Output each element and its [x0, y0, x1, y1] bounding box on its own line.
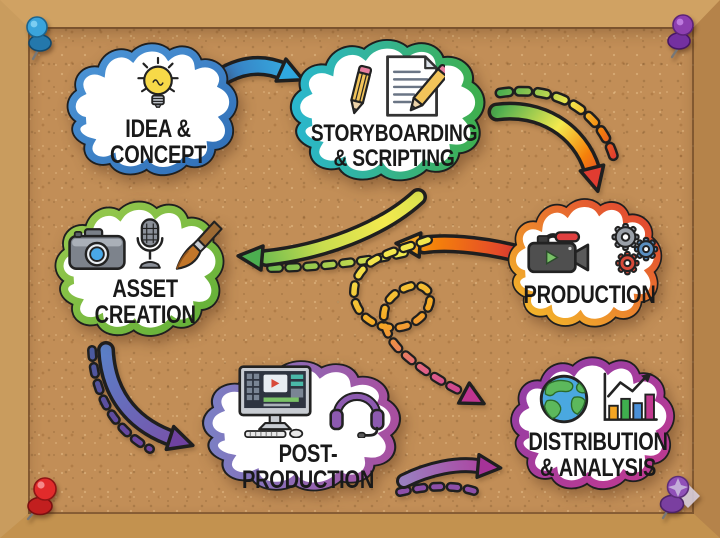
node-production: PRODUCTION: [500, 190, 680, 340]
microphone-icon: [136, 217, 164, 269]
gears-icon: [611, 222, 659, 275]
node-storyboarding-scripting: STORYBOARDING & SCRIPTING: [280, 30, 508, 195]
camera-icon: [68, 227, 126, 270]
script-document-icon: [386, 55, 445, 117]
node-asset-creation: ASSET CREATION: [46, 192, 244, 350]
node-distribution-analysis: DISTRIBUTION & ANALYSIS: [502, 348, 694, 503]
node-label: POST-PRODUCTION: [241, 439, 375, 494]
node-label: PRODUCTION: [523, 280, 657, 309]
node-label: IDEA & CONCEPT: [109, 115, 207, 169]
pushpin-red-icon: [26, 477, 57, 521]
headphones-icon: [329, 391, 385, 438]
pushpin-blue-icon: [26, 16, 52, 61]
video-camera-icon: [527, 230, 590, 273]
arrow-asset-to-post: [87, 341, 199, 459]
pencil-icon: [350, 64, 373, 115]
arrow-loop-to-distribution: [348, 235, 492, 416]
node-post-production: POST-PRODUCTION: [192, 352, 424, 504]
globe-icon: [539, 374, 588, 424]
node-label: DISTRIBUTION & ANALYSIS: [528, 428, 668, 482]
arrow-production-to-asset: [393, 229, 525, 263]
pushpin-purple-sparkle-icon: [659, 475, 700, 520]
lightbulb-icon: [137, 56, 179, 108]
node-label: STORYBOARDING & SCRIPTING: [310, 120, 478, 172]
arrow-post-to-distribution: [395, 452, 504, 497]
editing-monitor-icon: [238, 364, 312, 438]
node-label: ASSET CREATION: [94, 274, 196, 329]
paintbrush-icon: [175, 220, 223, 270]
arrow-storyboarding-to-asset: [235, 188, 427, 273]
node-idea-concept: IDEA & CONCEPT: [58, 34, 258, 189]
bar-chart-icon: [603, 372, 658, 421]
arrow-storyboarding-to-production: [487, 85, 620, 196]
pushpin-purple-icon: [667, 14, 694, 59]
